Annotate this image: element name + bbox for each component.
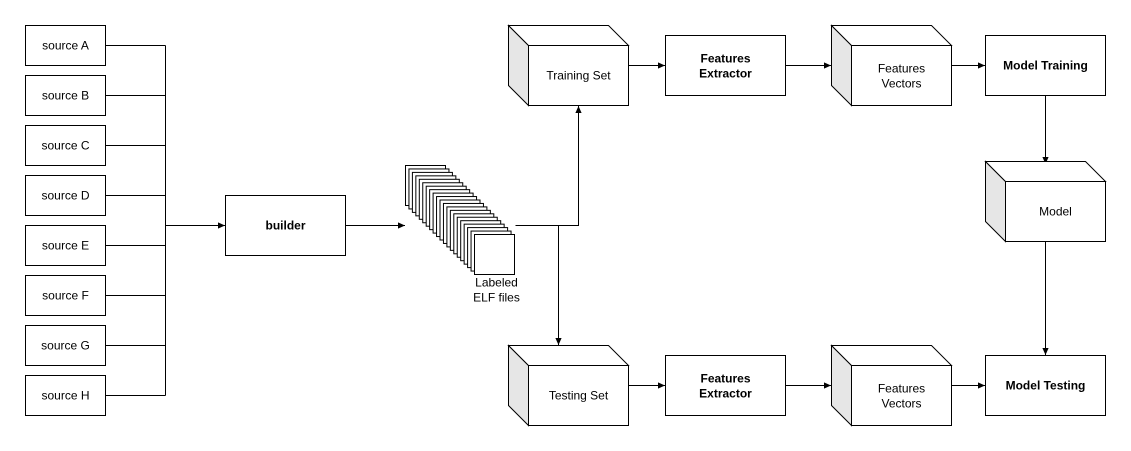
features-vectors-bottom-cube: Features Vectors [830,344,953,427]
source-label-c: source C [41,139,89,153]
builder-box: builder [225,195,346,256]
features-extractor-top-label-line2: Extractor [699,67,752,81]
model-training-box: Model Training [985,35,1106,96]
source-box-a: source A [25,25,106,66]
training-set-cube: Training Set [507,24,630,107]
source-box-b: source B [25,75,106,116]
source-box-g: source G [25,325,106,366]
file-sheet [474,234,515,275]
features-vectors-top-label: Features [878,62,925,76]
features-extractor-top-label: Features [700,52,750,66]
source-label-f: source F [42,289,89,303]
source-label-d: source D [41,189,89,203]
testing-set-cube: Testing Set [507,344,630,427]
files-to-testing-arrow [515,225,562,345]
source-label-a: source A [42,39,89,53]
source-box-h: source H [25,375,106,416]
features-extractor-bottom-label: Features [700,372,750,386]
features-vectors-top-label-line2: Vectors [881,77,921,91]
features-extractor-bottom-label-line2: Extractor [699,387,752,401]
labeled-elf-files-stack [405,165,515,275]
model-training-label: Model Training [1003,59,1088,73]
training-set-label: Training Set [546,69,611,83]
testing-set-label: Testing Set [549,389,609,403]
source-box-f: source F [25,275,106,316]
features-extractor-top-box: Features Extractor [665,35,786,96]
source-label-e: source E [42,239,89,253]
model-label: Model [1039,205,1072,219]
source-label-g: source G [41,339,90,353]
features-vectors-bottom-label-line2: Vectors [881,397,921,411]
files-to-training-arrow [515,106,582,226]
source-connectors [105,45,166,396]
labeled-elf-files-label-line2: ELF files [473,291,520,305]
model-testing-box: Model Testing [985,355,1106,416]
source-label-b: source B [42,89,89,103]
features-vectors-top-cube: Features Vectors [830,24,953,107]
features-vectors-bottom-label: Features [878,382,925,396]
model-cube: Model [984,160,1107,243]
source-box-e: source E [25,225,106,266]
labeled-elf-files-label: Labeled [475,276,518,290]
source-label-h: source H [41,389,89,403]
source-box-d: source D [25,175,106,216]
model-testing-label: Model Testing [1006,379,1086,393]
builder-label: builder [265,219,305,233]
source-box-c: source C [25,125,106,166]
features-extractor-bottom-box: Features Extractor [665,355,786,416]
